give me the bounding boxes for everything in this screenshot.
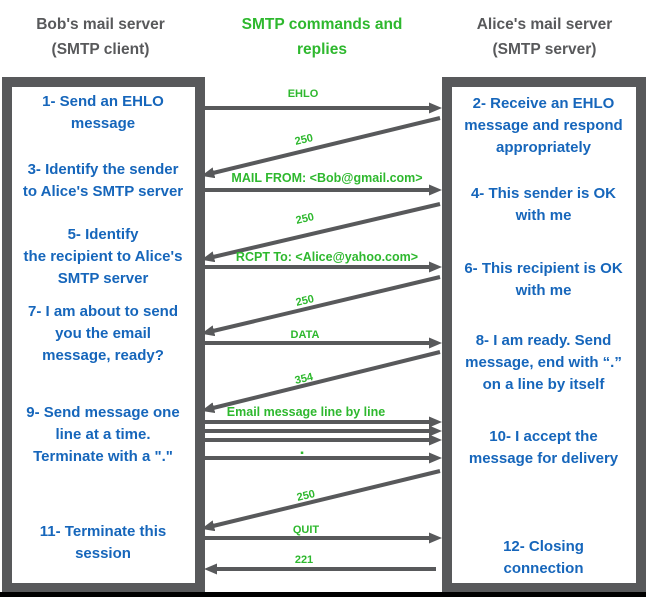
server-step-10: 10- I accept the message for delivery [468, 428, 619, 467]
label-mail-from: MAIL FROM: <Bob@gmail.com> [231, 171, 423, 185]
client-step-3: 3- Identify the sender to Alice's SMTP s… [22, 161, 184, 200]
server-box [442, 77, 646, 593]
label-rcpt-to: RCPT To: <Alice@yahoo.com> [235, 250, 419, 264]
label-email-lines: Email message line by line [226, 405, 386, 419]
arrow-reply-250-2 [201, 202, 441, 263]
label-221: 221 [294, 554, 314, 566]
server-step-12: 12- Closing connection [503, 538, 584, 577]
arrow-reply-250-4 [201, 469, 441, 532]
server-step-6: 6- This recipient is OK with me [464, 260, 623, 299]
client-header: Bob's mail server (SMTP client) [36, 16, 165, 58]
bottom-bar [0, 592, 646, 597]
client-step-7: 7- I am about to send you the email mess… [27, 303, 178, 364]
client-step-5: 5- Identify the recipient to Alice's SMT… [23, 226, 183, 287]
client-box [2, 77, 205, 593]
arrow-reply-250-3 [201, 275, 441, 337]
label-quit: QUIT [292, 524, 320, 536]
arrow-reply-250-1 [201, 116, 441, 179]
server-step-4: 4- This sender is OK with me [470, 185, 617, 224]
label-data: DATA [290, 329, 320, 341]
arrow-reply-354 [201, 350, 441, 414]
server-step-2: 2- Receive an EHLO message and respond a… [464, 95, 623, 156]
client-step-9: 9- Send message one line at a time. Term… [26, 404, 180, 465]
label-ehlo: EHLO [287, 88, 319, 100]
server-step-8: 8- I am ready. Send message, end with “.… [465, 332, 622, 393]
server-header: Alice's mail server (SMTP server) [476, 16, 613, 58]
client-step-1: 1- Send an EHLO message [42, 93, 164, 132]
label-dot: ▪ [300, 448, 304, 459]
client-step-11: 11- Terminate this session [39, 523, 167, 562]
middle-header: SMTP commands and replies [241, 16, 403, 58]
